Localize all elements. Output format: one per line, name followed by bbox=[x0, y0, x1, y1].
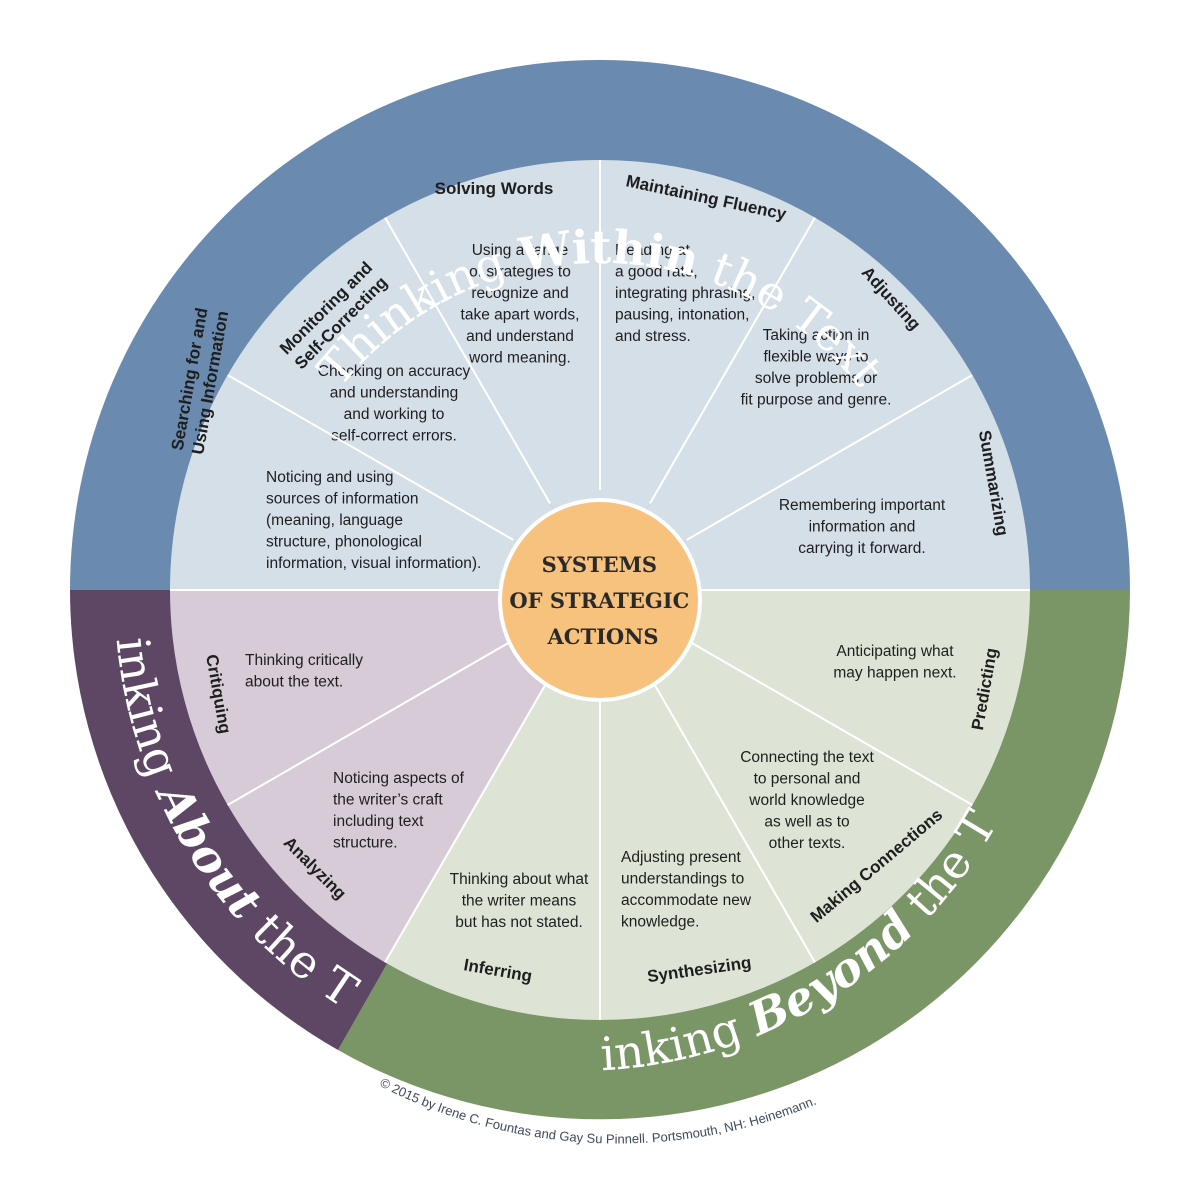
segment-wedge bbox=[170, 375, 600, 590]
divider-line bbox=[227, 374, 514, 541]
segment-wedge bbox=[600, 590, 1030, 805]
segment-wedge bbox=[600, 375, 1030, 590]
divider-line bbox=[649, 676, 816, 963]
divider-line bbox=[649, 217, 816, 504]
segment-wedge bbox=[227, 217, 600, 590]
divider-line bbox=[227, 639, 514, 806]
segment-wedge bbox=[600, 590, 973, 963]
segment-wedge bbox=[170, 590, 600, 805]
segment-wedge bbox=[600, 590, 815, 1020]
divider-line bbox=[686, 374, 973, 541]
segment-wedge bbox=[600, 160, 815, 590]
segment-dividers bbox=[170, 160, 1030, 1020]
segments: Searching for andUsing InformationNotici… bbox=[168, 160, 1030, 1020]
divider-line bbox=[384, 217, 551, 504]
center-title: SYSTEMS OF STRATEGIC ACTIONS bbox=[509, 552, 696, 649]
segment-title: Solving Words bbox=[435, 179, 554, 198]
divider-line bbox=[686, 639, 973, 806]
segment-wedge bbox=[600, 217, 973, 590]
divider-line bbox=[384, 676, 551, 963]
segment-wedge bbox=[385, 160, 600, 590]
center-hub bbox=[498, 498, 702, 702]
segment-wedge bbox=[227, 590, 600, 963]
segment-searching: Searching for andUsing InformationNotici… bbox=[168, 306, 600, 590]
segment-wedge bbox=[385, 590, 600, 1020]
